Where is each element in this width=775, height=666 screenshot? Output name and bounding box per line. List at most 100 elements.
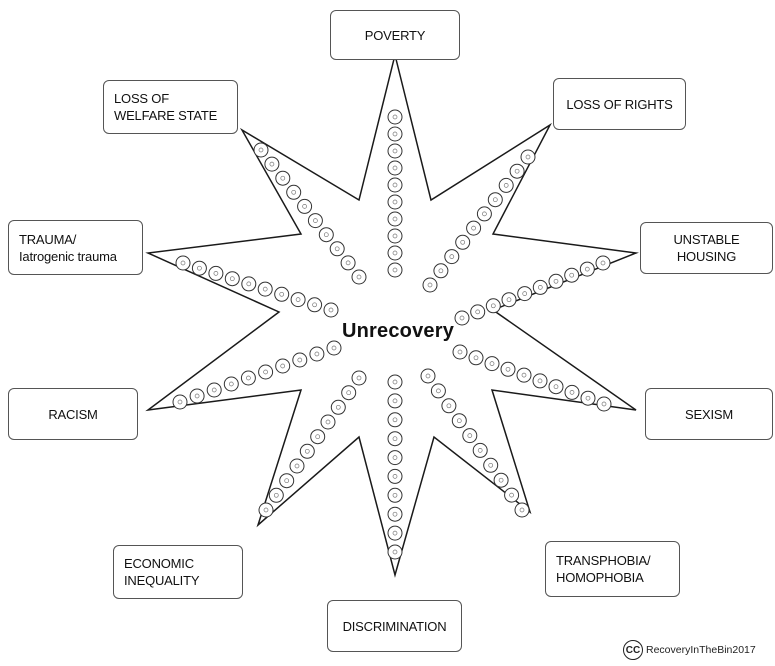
transphobia-homophobia-bead-center xyxy=(519,507,525,513)
poverty-bead-center xyxy=(392,199,398,205)
discrimination-bead xyxy=(387,506,403,522)
discrimination-bead-center xyxy=(392,549,398,555)
trauma-bead-center xyxy=(180,260,186,266)
poverty-bead xyxy=(387,211,403,227)
poverty-bead xyxy=(387,126,403,142)
economic-inequality-bead-center xyxy=(356,375,362,381)
loss-of-rights-bead-center xyxy=(427,282,433,288)
unstable-housing-bead xyxy=(564,267,580,283)
racism-bead xyxy=(326,340,342,356)
discrimination-bead xyxy=(387,487,403,503)
sexism-bead xyxy=(500,361,516,377)
unstable-housing-bead xyxy=(532,279,548,295)
unstable-housing-label: UNSTABLE HOUSING xyxy=(673,232,740,264)
trauma-bead xyxy=(307,297,323,313)
unstable-housing-bead-center xyxy=(522,291,528,296)
sexism-bead-center xyxy=(457,349,463,355)
trauma-bead xyxy=(323,302,339,318)
loss-of-welfare-state-bead-center xyxy=(269,161,275,167)
racism-bead-center xyxy=(228,381,234,387)
loss-of-rights-bead xyxy=(433,263,449,279)
poverty-bead xyxy=(387,109,403,125)
sexism-bead xyxy=(484,356,500,372)
loss-of-rights-bead xyxy=(509,163,525,179)
unstable-housing-bead-center xyxy=(537,285,543,290)
sexism-bead-center xyxy=(585,395,591,401)
sexism-bead-center xyxy=(521,372,527,378)
transphobia-homophobia-bead-center xyxy=(425,373,431,379)
poverty-label: POVERTY xyxy=(364,27,426,43)
economic-inequality-bead xyxy=(310,429,326,445)
economic-inequality-bead xyxy=(279,473,295,489)
discrimination-bead-center xyxy=(392,379,398,385)
unstable-housing-bead xyxy=(470,304,486,320)
transphobia-homophobia-bead xyxy=(430,383,446,399)
discrimination-bead-center xyxy=(392,417,398,423)
economic-inequality-bead-center xyxy=(273,492,279,498)
sexism-bead-center xyxy=(553,384,559,390)
loss-of-rights-bead xyxy=(487,192,503,208)
loss-of-welfare-state-bead xyxy=(264,156,280,172)
loss-of-rights-bead-center xyxy=(449,254,455,259)
racism-bead-center xyxy=(246,375,251,381)
economic-inequality-label-2: INEQUALITY xyxy=(124,573,200,588)
economic-inequality-label-1: ECONOMIC xyxy=(124,556,194,571)
trauma-bead-center xyxy=(213,271,219,276)
racism-bead-center xyxy=(314,351,320,357)
loss-of-rights-bead-center xyxy=(492,197,498,203)
sexism-bead xyxy=(468,350,484,366)
poverty-bead-center xyxy=(392,131,398,137)
trauma-label-1: TRAUMA/ xyxy=(19,231,77,247)
sexism-box: SEXISM xyxy=(645,388,773,440)
transphobia-homophobia-bead-center xyxy=(467,433,473,438)
loss-of-welfare-state-bead-center xyxy=(302,204,307,209)
poverty-bead xyxy=(387,245,403,261)
trauma-bead-center xyxy=(262,286,268,292)
credit-text: RecoveryInTheBin2017 xyxy=(646,644,756,656)
poverty-bead xyxy=(387,262,403,278)
economic-inequality-bead xyxy=(320,414,336,430)
unstable-housing-bead-center xyxy=(553,278,559,284)
discrimination-bead-center xyxy=(392,398,398,404)
racism-bead xyxy=(292,352,308,368)
loss-of-welfare-state-bead-center xyxy=(323,232,329,238)
economic-inequality-bead-center xyxy=(294,463,300,469)
sexism-bead xyxy=(532,373,548,389)
discrimination-bead-center xyxy=(392,511,398,517)
loss-of-rights-bead xyxy=(498,177,514,193)
trauma-bead xyxy=(208,265,224,281)
discrimination-bead xyxy=(387,544,403,560)
trauma-box: TRAUMA/ Iatrogenic trauma xyxy=(8,220,143,275)
poverty-bead-center xyxy=(392,250,398,256)
economic-inequality-bead-center xyxy=(325,419,331,425)
unstable-housing-bead-center xyxy=(506,297,512,303)
loss-of-rights-bead-center xyxy=(438,268,444,274)
creative-commons-icon: CC xyxy=(623,640,643,660)
transphobia-homophobia-bead-center xyxy=(477,448,483,453)
poverty-bead-center xyxy=(392,165,398,171)
racism-bead xyxy=(172,394,188,410)
poverty-bead-center xyxy=(392,182,398,188)
unstable-housing-bead xyxy=(501,292,517,308)
trauma-bead-center xyxy=(279,291,285,297)
trauma-bead-center xyxy=(229,276,235,282)
trauma-bead-center xyxy=(312,302,317,308)
trauma-bead xyxy=(274,286,290,302)
credit: CC RecoveryInTheBin2017 xyxy=(623,639,756,661)
discrimination-bead xyxy=(387,374,403,390)
unstable-housing-bead-center xyxy=(584,266,590,272)
unstable-housing-bead xyxy=(517,286,533,302)
unstable-housing-bead xyxy=(485,298,501,314)
sexism-bead-center xyxy=(505,366,511,372)
loss-of-welfare-state-bead xyxy=(329,241,345,257)
transphobia-homophobia-bead xyxy=(504,487,520,503)
discrimination-bead-center xyxy=(392,492,398,498)
unstable-housing-bead-center xyxy=(475,309,481,315)
discrimination-bead-center xyxy=(392,455,398,460)
trauma-bead-center xyxy=(328,307,334,313)
sexism-bead-center xyxy=(537,378,543,384)
economic-inequality-bead-center xyxy=(315,434,321,440)
unstable-housing-bead-center xyxy=(490,303,496,309)
loss-of-welfare-state-bead-center xyxy=(356,274,362,280)
